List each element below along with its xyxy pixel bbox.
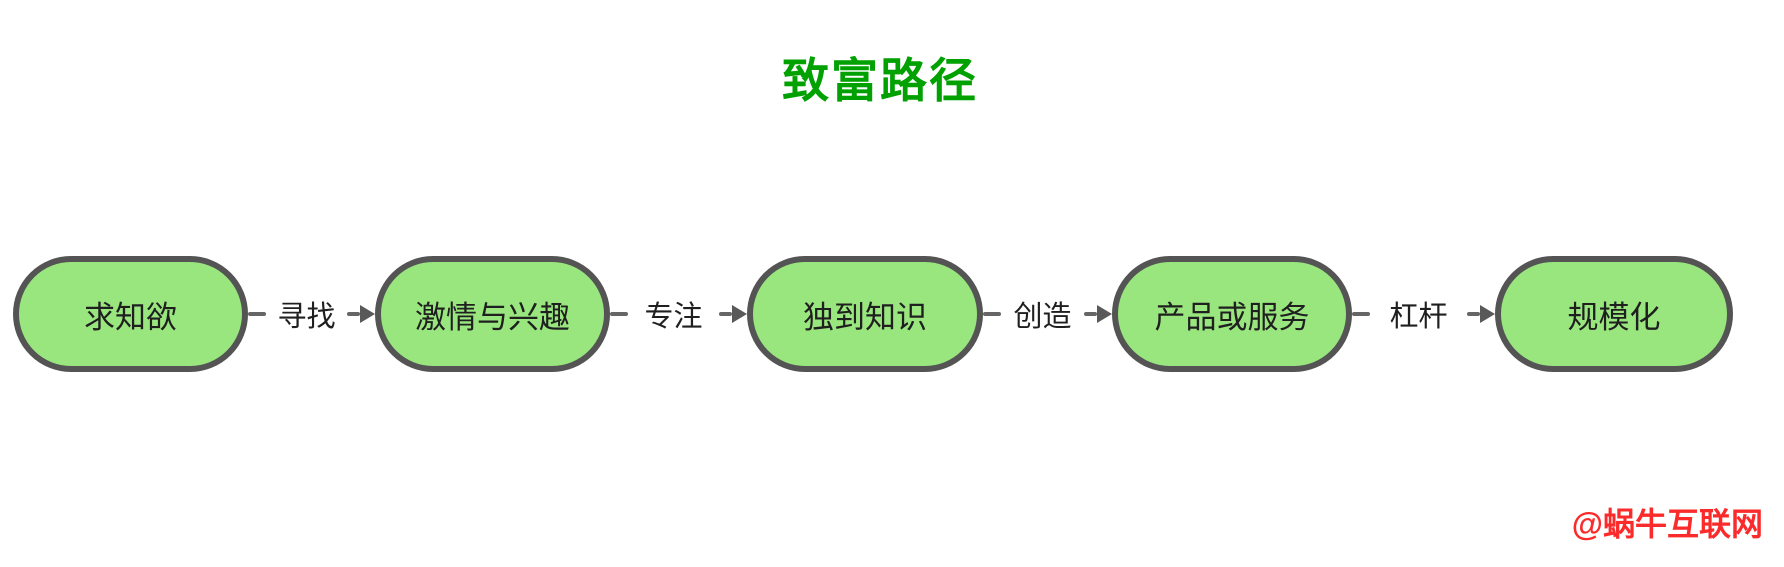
flow-connector: 专注 — [610, 294, 747, 334]
connector-line — [1083, 312, 1097, 316]
node-label: 独到知识 — [803, 299, 927, 335]
node-label: 激情与兴趣 — [415, 299, 570, 335]
arrow-right-icon — [1096, 305, 1112, 323]
edge-label: 创造 — [1013, 301, 1072, 333]
watermark: @蜗牛互联网 — [1571, 506, 1763, 542]
edge-label: 专注 — [644, 301, 703, 333]
arrow-right-icon — [359, 305, 375, 323]
connector-line — [610, 312, 628, 316]
flow-node-curiosity: 求知欲 — [13, 256, 248, 372]
flow-connector: 寻找 — [248, 294, 375, 334]
arrow — [346, 305, 375, 323]
node-label: 求知欲 — [84, 299, 177, 335]
diagram-title: 致富路径 — [782, 54, 978, 107]
flow-connector: 杠杆 — [1352, 294, 1495, 334]
node-label: 产品或服务 — [1154, 299, 1310, 335]
arrow-right-icon — [1479, 305, 1495, 323]
arrow — [1083, 305, 1112, 323]
connector-line — [346, 312, 360, 316]
connector-line — [1352, 312, 1370, 316]
connector-line — [983, 312, 1001, 316]
node-label: 规模化 — [1567, 299, 1661, 335]
flow-node-unique-knowledge: 独到知识 — [747, 256, 983, 372]
arrow-right-icon — [731, 305, 747, 323]
arrow — [718, 305, 747, 323]
edge-label: 寻找 — [277, 301, 336, 333]
flow-node-scale: 规模化 — [1495, 256, 1733, 372]
flow-connector: 创造 — [983, 294, 1112, 334]
connector-line — [1466, 312, 1480, 316]
flow-node-passion-interest: 激情与兴趣 — [375, 256, 610, 372]
connector-line — [718, 312, 732, 316]
flow-node-product-or-service: 产品或服务 — [1112, 256, 1352, 372]
connector-line — [248, 312, 266, 316]
arrow — [1466, 305, 1495, 323]
edge-label: 杠杆 — [1389, 301, 1448, 333]
